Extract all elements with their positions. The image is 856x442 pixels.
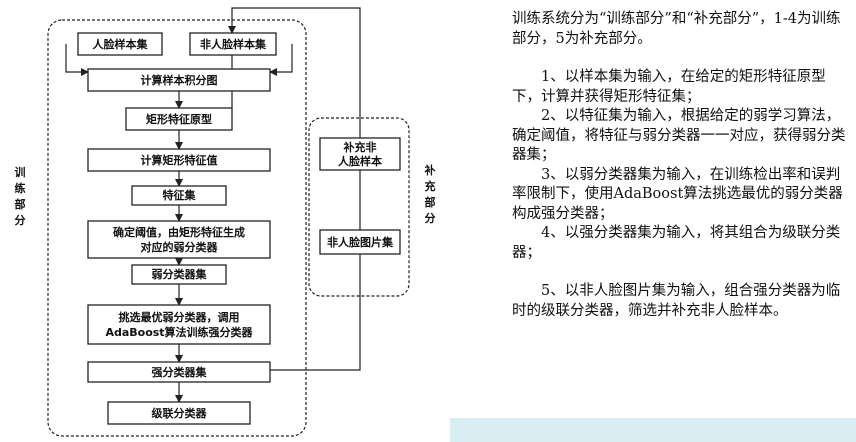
strong-classifier-set-label: 强分类器集 xyxy=(152,365,208,379)
nonface-image-set-label: 非人脸图片集 xyxy=(327,235,394,249)
description-step-4: 4、以强分类器集为输入，将其组合为级联分类器； xyxy=(512,225,841,261)
nonface-sample-set-box: 非人脸样本集 xyxy=(189,32,277,56)
strong-classifier-set-box: 强分类器集 xyxy=(87,361,271,383)
supplement-nonface-line-1: 补充非 xyxy=(343,140,377,154)
description-intro: 训练系统分为“训练部分”和“补充部分”，1-4为训练部分，5为补充部分。 xyxy=(512,11,841,47)
cascade-classifier-box: 级联分类器 xyxy=(107,401,251,425)
supplement-part-side-label: 补 充 部 分 xyxy=(424,163,436,225)
weak-classifier-set-box: 弱分类器集 xyxy=(131,264,227,285)
bottom-band xyxy=(450,418,856,442)
description-panel: 训练系统分为“训练部分”和“补充部分”，1-4为训练部分，5为补充部分。 1、以… xyxy=(512,10,850,321)
integral-image-box: 计算样本积分图 xyxy=(87,68,271,92)
svg-text:充: 充 xyxy=(425,179,436,193)
select-weak-classifier-box: 挑选最优弱分类器，调用 AdaBoost算法训练强分类器 xyxy=(87,304,271,345)
rect-feature-prototype-label: 矩形特征原型 xyxy=(146,112,212,126)
svg-text:分: 分 xyxy=(425,211,436,225)
feature-set-label: 特征集 xyxy=(163,188,197,202)
svg-text:部: 部 xyxy=(425,195,436,209)
threshold-line-2: 对应的弱分类器 xyxy=(141,240,219,254)
svg-text:补: 补 xyxy=(424,163,436,177)
description-step-2: 2、以特征集为输入，根据给定的弱学习算法，确定阈值，将特征与弱分类器一一对应，获… xyxy=(512,108,846,163)
svg-text:训: 训 xyxy=(15,165,26,179)
svg-text:部: 部 xyxy=(15,197,26,211)
select-line-1: 挑选最优弱分类器，调用 xyxy=(119,310,240,324)
training-part-side-label: 训 练 部 分 xyxy=(15,165,26,227)
feature-value-box: 计算矩形特征值 xyxy=(87,148,271,172)
threshold-line-1: 确定阈值，由矩形特征生成 xyxy=(113,225,245,239)
description-step-3: 3、以弱分类器集为输入，在训练检出率和误判率限制下，使用AdaBoost算法挑选… xyxy=(512,166,843,222)
cascade-classifier-label: 级联分类器 xyxy=(151,406,208,420)
supplement-part-frame xyxy=(308,117,410,297)
feature-set-box: 特征集 xyxy=(131,185,227,206)
training-flowchart: 人脸样本集 非人脸样本集 计算样本积分图 矩形特征原型 计算矩形特征值 特征集 … xyxy=(15,7,436,437)
training-part-frame xyxy=(47,19,307,437)
supplement-nonface-box: 补充非 人脸样本 xyxy=(319,137,401,171)
select-line-2: AdaBoost算法训练强分类器 xyxy=(105,325,253,339)
face-sample-set-box: 人脸样本集 xyxy=(77,32,163,56)
face-sample-set-label: 人脸样本集 xyxy=(93,37,149,51)
nonface-sample-set-label: 非人脸样本集 xyxy=(200,37,267,51)
weak-classifier-set-label: 弱分类器集 xyxy=(152,267,208,281)
description-step-1: 1、以样本集为输入，在给定的矩形特征原型下，计算并获得矩形特征集； xyxy=(512,69,826,105)
description-step-5: 5、以非人脸图片集为输入，组合强分类器为临时的级联分类器，筛选并补充非人脸样本。 xyxy=(512,283,841,319)
flow-arrows xyxy=(65,7,364,403)
feature-value-label: 计算矩形特征值 xyxy=(141,153,218,167)
svg-text:练: 练 xyxy=(15,181,26,195)
integral-image-label: 计算样本积分图 xyxy=(141,73,218,87)
supplement-nonface-line-2: 人脸样本 xyxy=(338,154,382,168)
svg-text:分: 分 xyxy=(15,213,26,227)
nonface-image-set-box: 非人脸图片集 xyxy=(319,229,401,255)
rect-feature-prototype-box: 矩形特征原型 xyxy=(125,107,233,131)
threshold-box: 确定阈值，由矩形特征生成 对应的弱分类器 xyxy=(87,220,271,259)
